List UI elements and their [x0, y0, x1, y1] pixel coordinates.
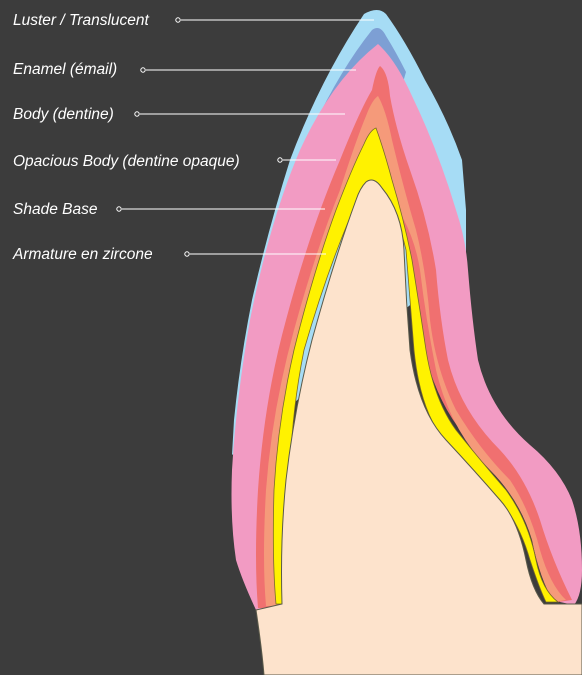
leader-dot-shade-base — [117, 207, 121, 211]
label-opacious: Opacious Body (dentine opaque) — [13, 153, 336, 170]
leader-dot-luster — [176, 18, 180, 22]
label-shade-base-text: Shade Base — [13, 201, 98, 218]
leader-dot-enamel — [141, 68, 145, 72]
label-enamel-text: Enamel (émail) — [13, 61, 117, 78]
label-body: Body (dentine) — [13, 106, 345, 123]
label-body-text: Body (dentine) — [13, 106, 114, 123]
label-luster: Luster / Translucent — [13, 12, 374, 29]
label-opacious-text: Opacious Body (dentine opaque) — [13, 153, 240, 170]
leader-dot-body — [135, 112, 139, 116]
label-enamel: Enamel (émail) — [13, 61, 356, 78]
label-luster-text: Luster / Translucent — [13, 12, 150, 29]
label-armature-text: Armature en zircone — [12, 246, 153, 263]
leader-dot-opacious — [278, 158, 282, 162]
leader-dot-armature — [185, 252, 189, 256]
